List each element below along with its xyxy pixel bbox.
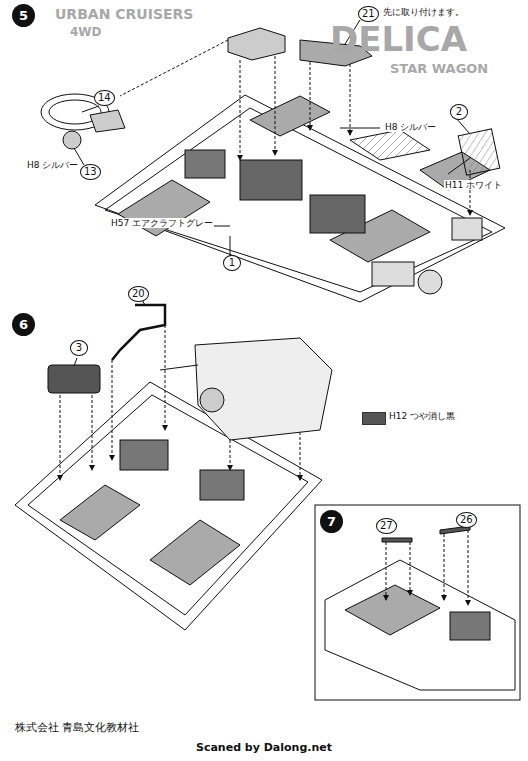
- note: 先に取り付けます。: [382, 7, 465, 17]
- step-number-text: 6: [19, 317, 28, 332]
- step-number: 7: [320, 510, 343, 533]
- watermark: URBAN CRUISERS: [55, 6, 193, 22]
- callout-number: 27: [376, 518, 397, 534]
- paint-code: H8 シルバー: [26, 160, 79, 170]
- paint-code: H8 シルバー: [384, 122, 437, 132]
- callout-number: 1: [223, 255, 241, 271]
- callout-number: 14: [94, 90, 115, 106]
- publisher: 株式会社 青島文化教材社: [14, 722, 141, 735]
- callout-number: 3: [70, 340, 88, 356]
- scan-credit: Scaned by Dalong.net: [196, 742, 332, 755]
- callout-number: 2: [450, 104, 468, 120]
- watermark: 4WD: [70, 26, 102, 40]
- step-number: 5: [12, 4, 35, 27]
- paint-code: H57 エアクラフトグレー: [110, 218, 214, 228]
- step-number-text: 7: [327, 514, 336, 529]
- paint-code: H11 ホワイト: [444, 180, 503, 190]
- step-number-text: 5: [19, 8, 28, 23]
- legend-swatch: [362, 412, 386, 425]
- step-number: 6: [12, 313, 35, 336]
- watermark: STAR WAGON: [390, 62, 488, 77]
- callout-number: 26: [456, 512, 477, 528]
- legend-text: H12 つや消し黒: [388, 411, 456, 421]
- callout-number: 13: [80, 164, 101, 180]
- watermark: DELICA: [330, 20, 467, 59]
- callout-number: 20: [128, 286, 149, 302]
- callout-number: 21: [358, 6, 379, 22]
